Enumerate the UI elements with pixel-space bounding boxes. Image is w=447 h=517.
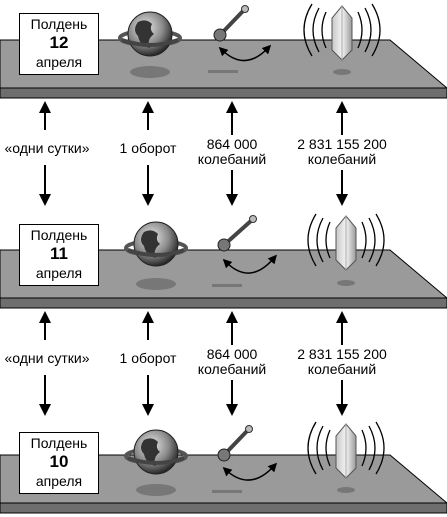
- rotation-label: 1 оборот: [119, 140, 177, 156]
- card-day: 10: [49, 452, 69, 471]
- panel-1: [0, 3, 447, 99]
- crystal-count-value: 2 831 155 200: [297, 346, 387, 362]
- pendulum-icon: [208, 5, 272, 73]
- card-title: Полдень: [30, 16, 88, 32]
- quartz-crystal-icon: [307, 421, 385, 493]
- date-card: Полдень 12 апреля: [19, 13, 99, 75]
- day-label: «одни сутки»: [4, 350, 90, 366]
- panel-3: [0, 421, 447, 514]
- date-card: Полдень 11 апреля: [19, 224, 99, 286]
- pendulum-count-value: 864 000: [206, 346, 258, 362]
- card-day: 12: [49, 33, 69, 52]
- globe-icon: [124, 429, 188, 496]
- platform-top: [0, 249, 447, 299]
- globe-icon: [124, 221, 188, 290]
- platform-top: [0, 454, 447, 504]
- connector-arrows-1: [39, 101, 348, 206]
- pendulum-icon: [212, 215, 277, 287]
- pendulum-count-unit: колебаний: [197, 361, 267, 377]
- date-card: Полдень 10 апреля: [19, 432, 99, 494]
- pendulum-icon: [212, 425, 278, 493]
- pendulum-count-label: 864 000 колебаний: [197, 346, 267, 377]
- pendulum-count-value: 864 000: [206, 136, 258, 152]
- card-month: апреля: [35, 473, 83, 489]
- platform-edge: [0, 87, 447, 99]
- crystal-count-label: 2 831 155 200 колебаний: [297, 347, 387, 377]
- connector-arrows-2: [39, 311, 348, 416]
- rotation-label: 1 оборот: [119, 350, 177, 366]
- pendulum-count-unit: колебаний: [197, 151, 267, 167]
- quartz-crystal-icon: [303, 3, 381, 75]
- platform-edge: [0, 502, 447, 514]
- card-title: Полдень: [30, 435, 88, 451]
- card-month: апреля: [35, 54, 83, 70]
- globe-icon: [118, 11, 182, 78]
- panel-2: [0, 213, 447, 309]
- card-month: апреля: [35, 265, 83, 281]
- crystal-count-unit: колебаний: [307, 361, 377, 377]
- platform-edge: [0, 297, 447, 309]
- card-title: Полдень: [30, 227, 88, 243]
- pendulum-count-label: 864 000 колебаний: [197, 136, 267, 167]
- crystal-count-label: 2 831 155 200 колебаний: [297, 137, 387, 167]
- crystal-count-unit: колебаний: [307, 151, 377, 167]
- quartz-crystal-icon: [307, 213, 385, 286]
- day-label: «одни сутки»: [4, 140, 90, 156]
- card-day: 11: [50, 244, 68, 263]
- crystal-count-value: 2 831 155 200: [297, 136, 387, 152]
